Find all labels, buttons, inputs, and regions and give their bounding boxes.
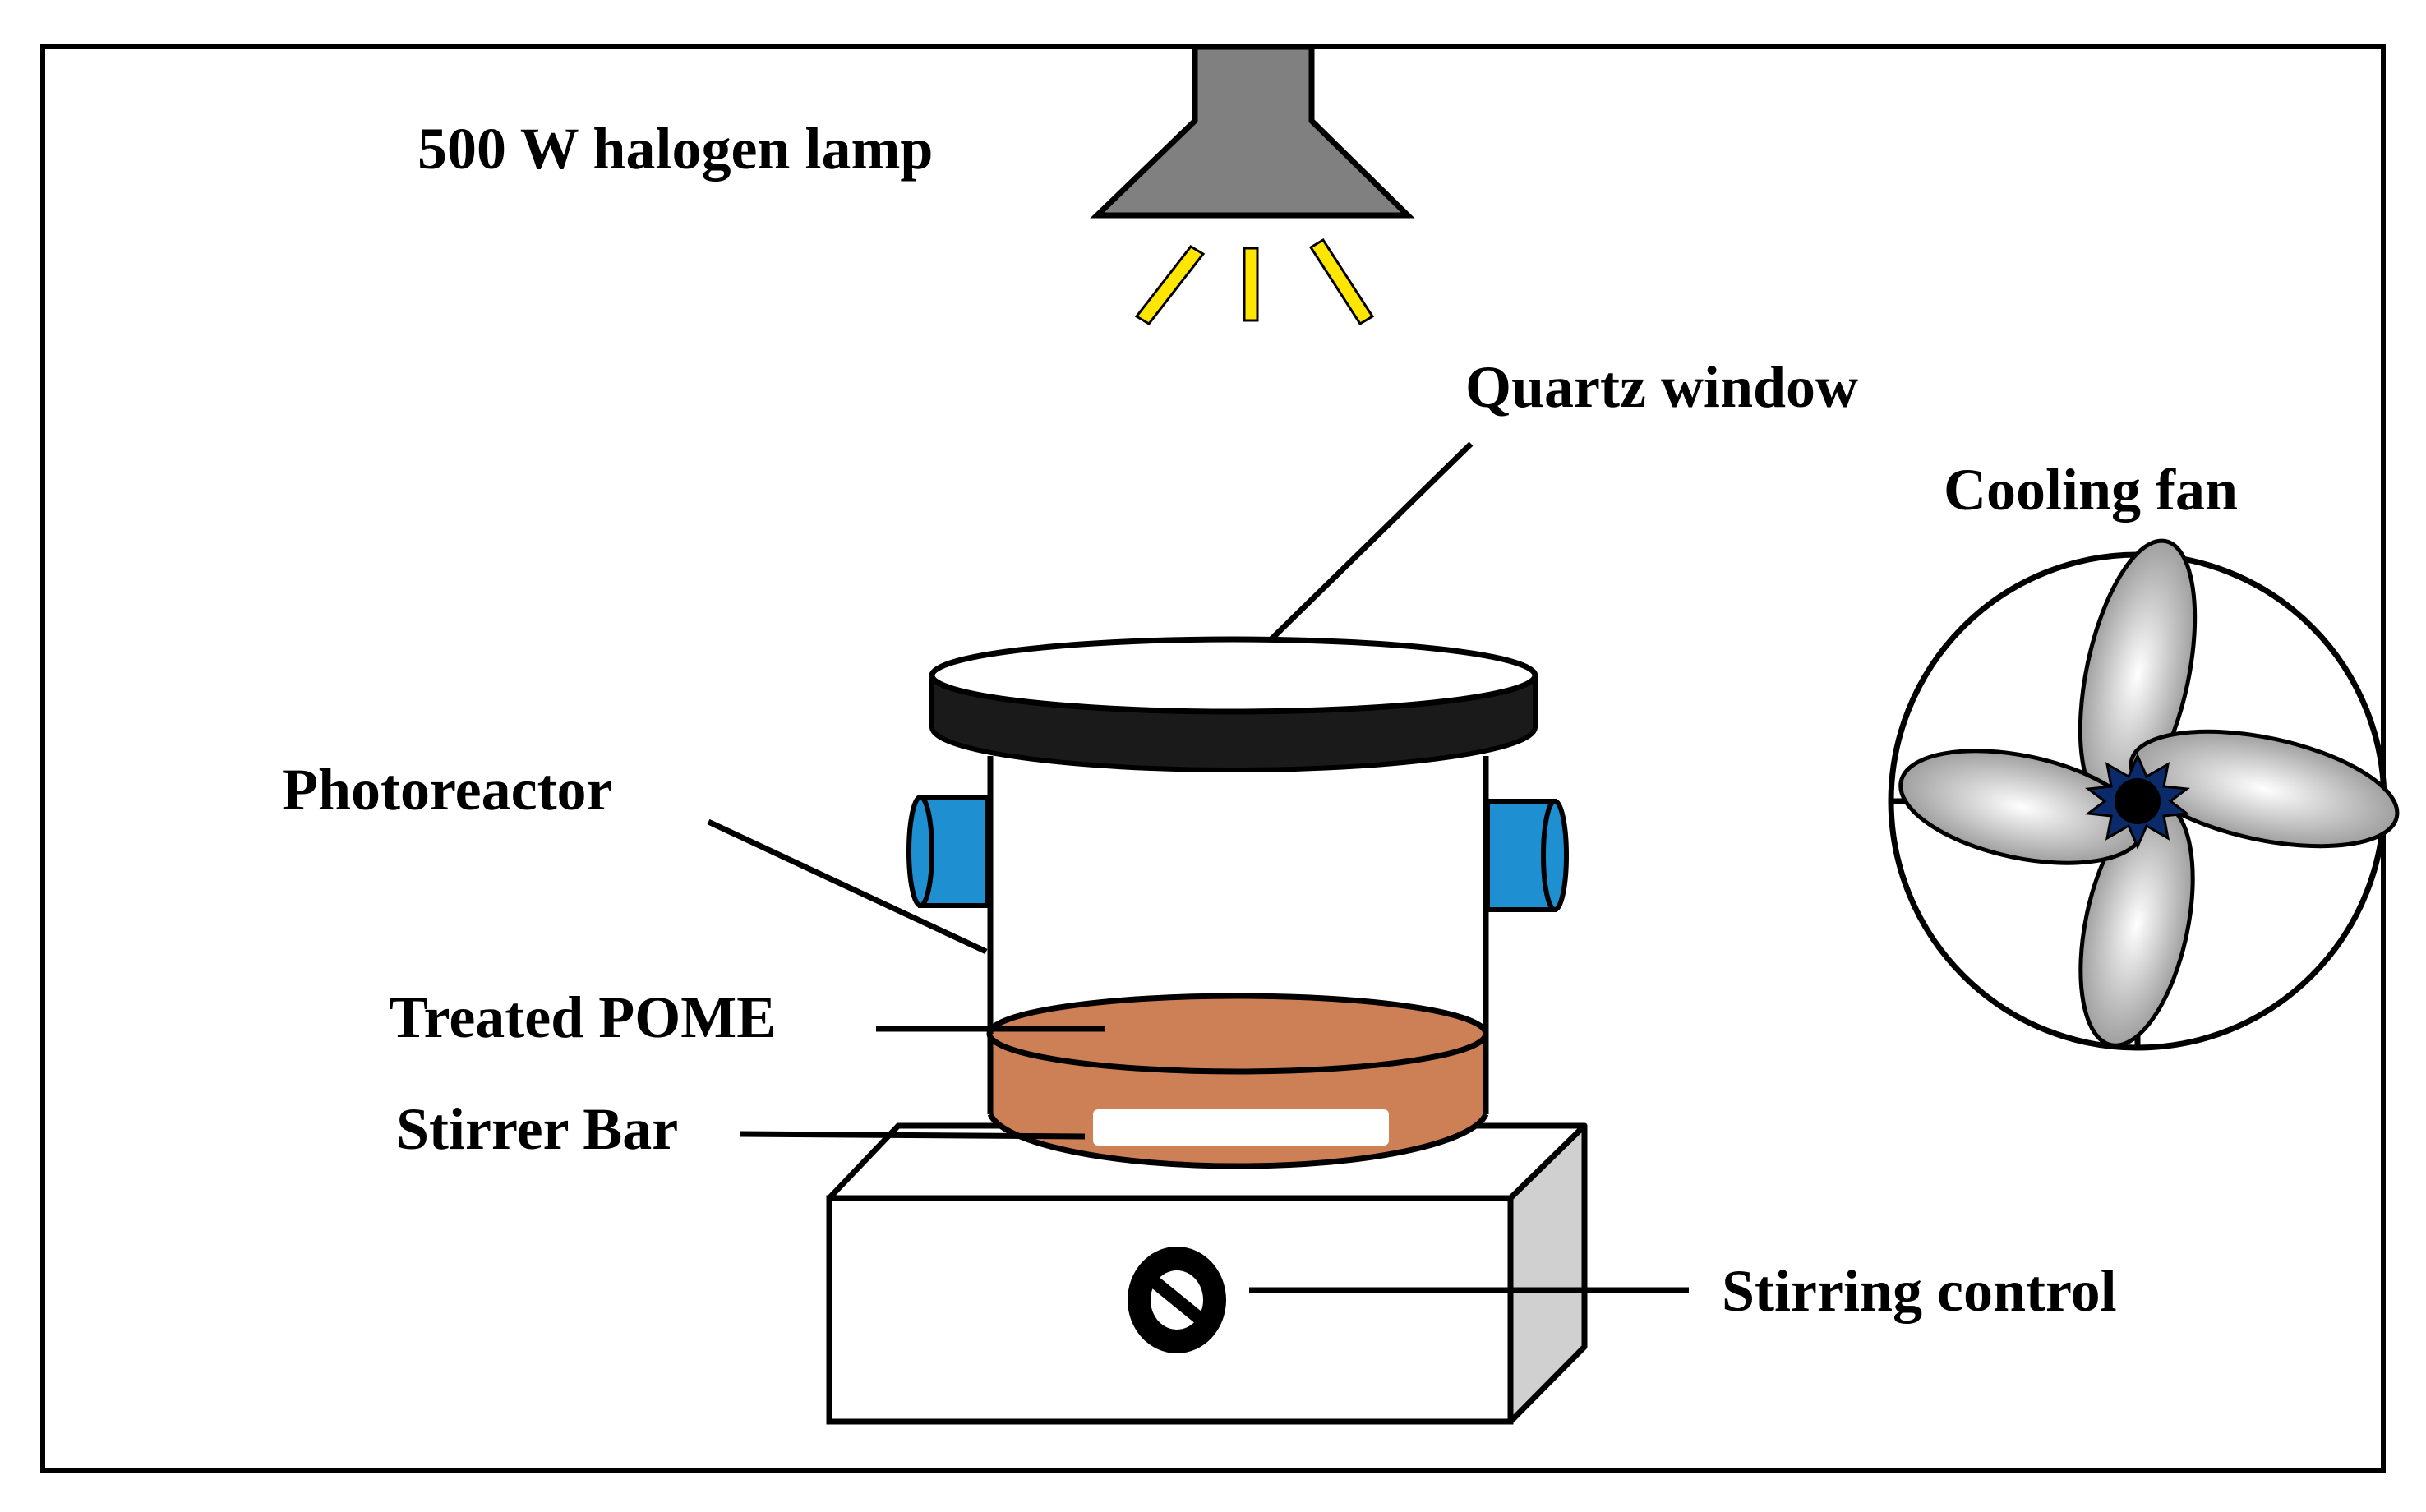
- right-port: [1485, 799, 1569, 912]
- stirrer-bar-leader: [739, 1131, 1086, 1140]
- fan-icon: [1888, 538, 2400, 1051]
- knob-icon: [1128, 1247, 1226, 1353]
- cooling-fan-label: Cooling fan: [1944, 457, 2238, 523]
- light-rays: [1134, 237, 1375, 326]
- lamp-label: 500 W halogen lamp: [417, 116, 933, 182]
- treated-pome-label: Treated POME: [389, 984, 776, 1050]
- quartz-window-leader: [1240, 441, 1474, 670]
- left-port: [906, 795, 990, 908]
- stirring-control-label: Stirring control: [1722, 1258, 2117, 1324]
- quartz-window-label: Quartz window: [1465, 354, 1858, 420]
- lamp-icon: [1090, 44, 1415, 219]
- stirrer-bar-label: Stirrer Bar: [396, 1096, 678, 1162]
- photoreactor-label: Photoreactor: [282, 757, 613, 823]
- photoreactor-leader: [707, 818, 988, 955]
- quartz-window: [929, 636, 1538, 715]
- stirrer-bar: [1093, 1109, 1389, 1146]
